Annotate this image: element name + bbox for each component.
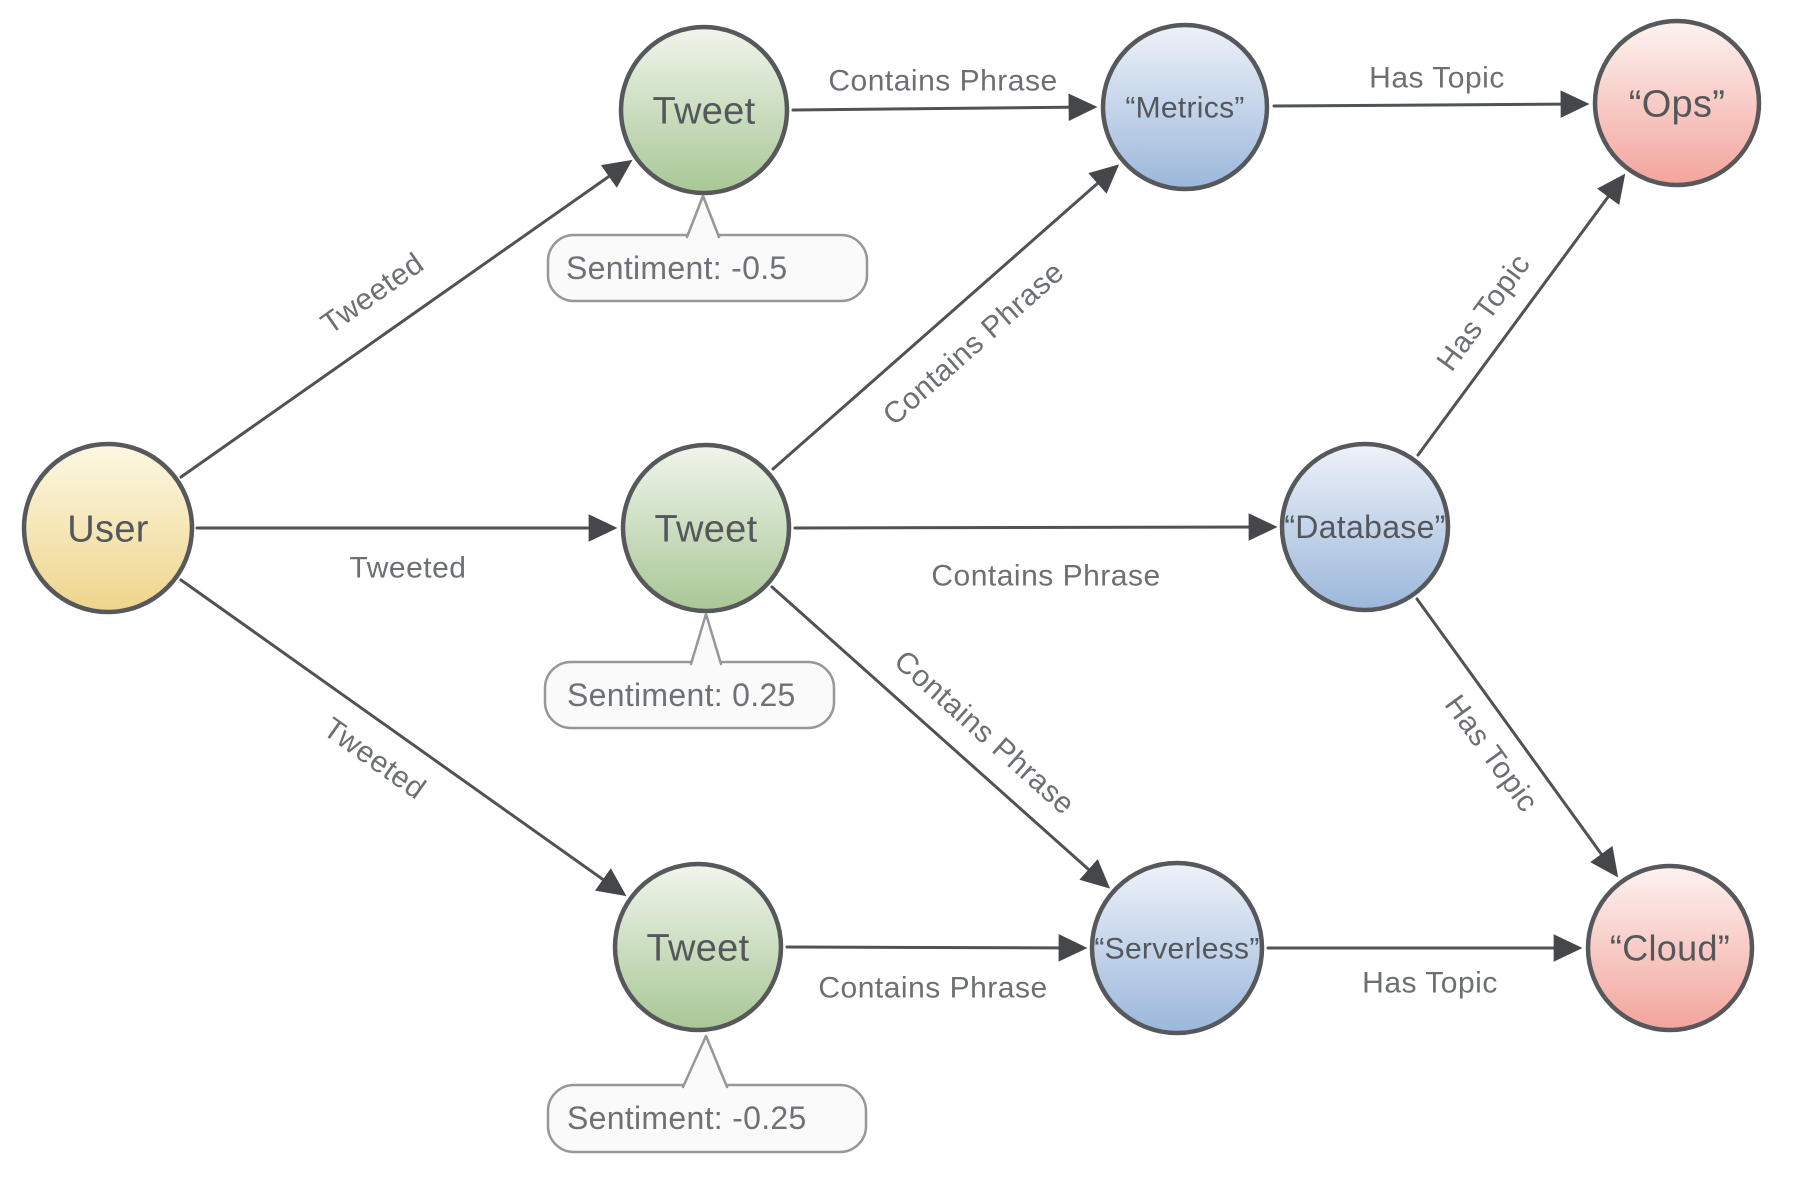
tooltip-sentiment-bottom: Sentiment: -0.25 bbox=[546, 1034, 868, 1154]
nodes: User Tweet Tweet Tweet “Metrics” “Databa… bbox=[21, 18, 1762, 1036]
tooltip-sentiment-top: Sentiment: -0.5 bbox=[546, 194, 869, 303]
node-ops-circle bbox=[1592, 18, 1762, 188]
node-metrics: “Metrics” bbox=[1100, 22, 1270, 192]
node-serverless: “Serverless” bbox=[1089, 860, 1265, 1036]
tooltip-sentiment-mid-text: Sentiment: 0.25 bbox=[567, 677, 796, 713]
node-user-circle bbox=[21, 441, 195, 615]
node-tweet-bottom-label: Tweet bbox=[647, 927, 750, 969]
tooltip-sentiment-bottom-tail bbox=[681, 1034, 729, 1089]
node-cloud-label: “Cloud” bbox=[1610, 928, 1730, 969]
tooltip-sentiment-mid: Sentiment: 0.25 bbox=[543, 612, 836, 730]
node-metrics-circle bbox=[1100, 22, 1270, 192]
edge-label-contains-phrase-mid-up: Contains Phrase bbox=[877, 256, 1071, 432]
node-user: User bbox=[21, 441, 195, 615]
node-tweet-top-label: Tweet bbox=[653, 90, 756, 132]
edge-tweet-mid-serverless bbox=[770, 585, 1111, 889]
tooltip-sentiment-top-tail bbox=[685, 194, 721, 239]
node-user-label: User bbox=[67, 508, 148, 550]
edges bbox=[179, 90, 1626, 962]
edge-label-has-topic-top: Has Topic bbox=[1369, 62, 1505, 95]
edge-database-ops bbox=[1416, 173, 1626, 457]
tooltip-sentiment-mid-box bbox=[543, 660, 836, 730]
node-cloud-circle bbox=[1585, 863, 1755, 1033]
edge-label-has-topic-bottom: Has Topic bbox=[1362, 967, 1498, 1000]
edge-label-tweeted-mid: Tweeted bbox=[350, 552, 467, 585]
node-serverless-circle bbox=[1089, 860, 1265, 1036]
edge-user-tweet-bottom bbox=[179, 578, 627, 897]
node-tweet-top-circle bbox=[618, 24, 790, 196]
node-database-label: “Database” bbox=[1284, 509, 1445, 545]
edge-label-contains-phrase-top: Contains Phrase bbox=[828, 65, 1057, 98]
edge-tweet-mid-database bbox=[793, 513, 1278, 541]
node-tweet-bottom: Tweet bbox=[612, 861, 784, 1033]
node-serverless-label: “Serverless” bbox=[1094, 933, 1259, 966]
node-metrics-label: “Metrics” bbox=[1125, 92, 1244, 125]
node-database-circle bbox=[1279, 441, 1451, 613]
node-ops-label: “Ops” bbox=[1629, 83, 1726, 125]
node-tweet-mid-label: Tweet bbox=[655, 508, 758, 550]
edge-tweet-mid-metrics bbox=[771, 164, 1120, 471]
node-tweet-mid-circle bbox=[620, 442, 792, 614]
edge-user-tweet-top bbox=[179, 159, 633, 479]
tooltip-sentiment-bottom-text: Sentiment: -0.25 bbox=[567, 1100, 807, 1136]
edge-database-cloud bbox=[1415, 597, 1619, 878]
edge-label-contains-phrase-bottom: Contains Phrase bbox=[818, 972, 1047, 1005]
edge-metrics-ops bbox=[1272, 90, 1590, 118]
tooltip-sentiment-top-text: Sentiment: -0.5 bbox=[566, 250, 788, 286]
node-ops: “Ops” bbox=[1592, 18, 1762, 188]
node-tweet-mid: Tweet bbox=[620, 442, 792, 614]
node-tweet-top: Tweet bbox=[618, 24, 790, 196]
edge-tweet-top-metrics bbox=[791, 93, 1098, 121]
node-cloud: “Cloud” bbox=[1585, 863, 1755, 1033]
edge-label-tweeted-top: Tweeted bbox=[315, 247, 430, 341]
edge-label-tweeted-bottom: Tweeted bbox=[317, 712, 431, 807]
node-tweet-bottom-circle bbox=[612, 861, 784, 1033]
tooltip-sentiment-mid-tail bbox=[689, 612, 723, 666]
edge-label-contains-phrase-mid-right: Contains Phrase bbox=[931, 560, 1160, 593]
edge-tweet-bottom-serverless bbox=[785, 934, 1088, 962]
node-database: “Database” bbox=[1279, 441, 1451, 613]
tooltips: Sentiment: -0.5 Sentiment: 0.25 Sentimen… bbox=[543, 194, 869, 1154]
edge-label-contains-phrase-mid-down: Contains Phrase bbox=[888, 644, 1081, 821]
